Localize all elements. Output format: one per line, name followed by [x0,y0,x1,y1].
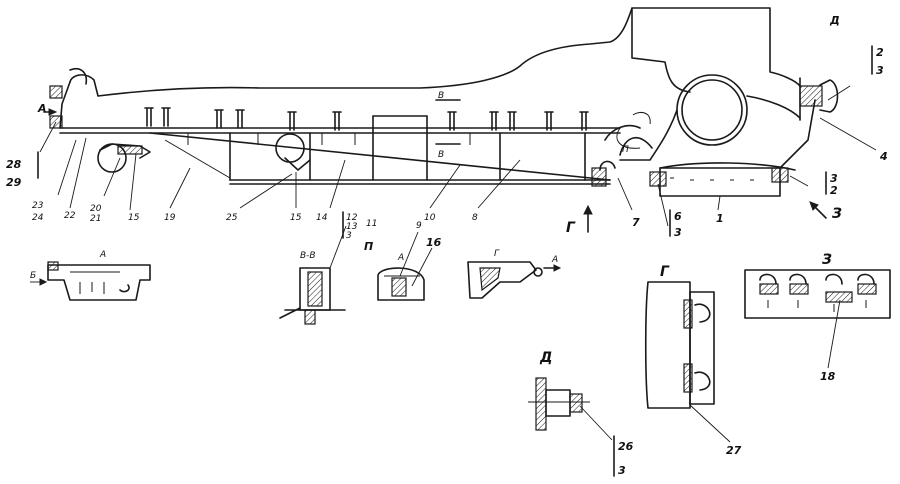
callout-11: 11 [366,219,377,229]
section-label-v-bottom: В [438,150,444,160]
leader-lines [39,85,877,227]
stack-top-right-2: 3 [876,64,884,77]
right-rear-assembly [591,77,839,197]
view-arrows [43,99,827,272]
callout-15: 15 [128,213,140,223]
callout-18: 18 [820,370,836,383]
left-end-fittings [49,68,88,129]
callout-25: 25 [226,213,238,223]
view-label-g-large: Г [660,264,670,280]
drive-wheel [676,74,748,146]
callout-8: 8 [472,213,478,223]
hull-outline [59,7,801,161]
stack-left-c-2: 21 [90,214,101,224]
view-label-vv: В-В [300,251,316,261]
stack-left-b-2: 24 [32,213,44,223]
view-label-z-detail: З [822,252,832,268]
stack-vv-2: 13 [346,222,358,232]
stack-mid-right-1: 3 [830,172,838,185]
view-label-b: Б [30,271,36,281]
view-label-d-main: Д [829,14,840,27]
stack-bars [37,45,873,477]
view-label-g-main: Г [566,220,576,236]
callout-19: 19 [164,213,176,223]
callout-14: 14 [316,213,328,223]
stack-vv-3: 3 [346,231,352,241]
callout-10: 10 [424,213,436,223]
detail-p-view [377,231,433,301]
detail-vv-view [279,225,347,325]
detail-z-view [744,269,891,369]
stack-left-c-1: 20 [90,204,102,214]
callout-27: 27 [726,444,742,457]
callout-7: 7 [632,216,640,229]
view-label-d-detail: Д [539,350,552,366]
track-rails [59,115,621,185]
callout-15-b: 15 [290,213,302,223]
stack-mid-right-2: 2 [830,184,838,197]
stack-d26-1: 26 [618,440,634,453]
detail-d-view [528,377,613,441]
view-label-g-small: Г [494,249,500,259]
stack-d26-2: 3 [618,464,626,477]
callout-9: 9 [416,221,422,231]
stack-g6-1: 6 [674,210,682,223]
callout-22: 22 [64,211,76,221]
idler-assembly [97,133,311,173]
detail-g-small-view [467,261,543,299]
stack-vv-1: 12 [346,213,358,223]
view-label-a-detail: А [99,250,106,260]
rail-bolts [144,107,589,145]
detail-g-large-view [644,281,731,443]
view-label-p-detail: П [364,240,373,253]
stack-left-1: 28 [6,158,22,171]
view-label-p-main: П [622,145,629,155]
stack-left-b-1: 23 [32,201,44,211]
callout-1: 1 [716,212,724,225]
view-label-a-p: А [397,253,404,263]
detail-a-view [30,261,151,301]
stack-top-right-1: 2 [876,46,884,59]
stack-g6-2: 3 [674,226,682,239]
view-label-z-main: З [832,206,842,222]
section-label-v-top: В [438,91,444,101]
callout-4: 4 [879,150,888,163]
stack-left-2: 29 [6,176,22,189]
callout-16: 16 [426,236,442,249]
view-label-a-g: А [551,255,558,265]
callout-labels: А В В Д 2 3 4 3 2 З 1 6 3 7 Г П 8 10 14 … [6,14,888,477]
view-label-a-main: А [37,102,47,115]
